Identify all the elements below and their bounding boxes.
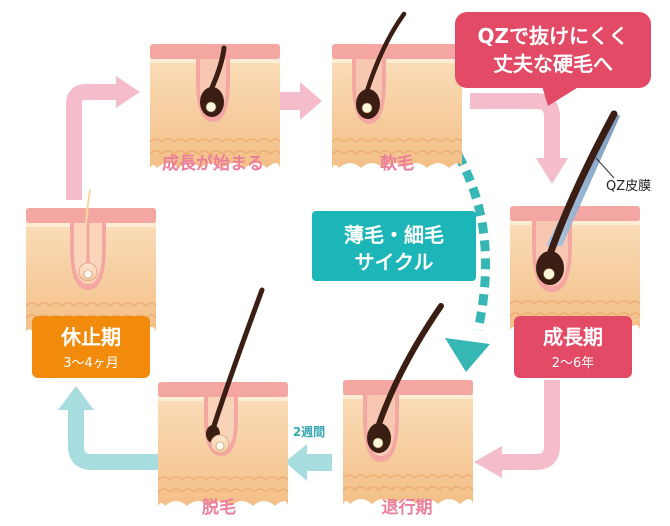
stage-telogen-badge: 休止期 3～4ヶ月: [32, 316, 150, 378]
thinning-cycle-box: 薄毛・細毛 サイクル: [312, 211, 476, 281]
qz-callout-bubble: QZで抜けにくく 丈夫な硬毛へ: [455, 12, 651, 106]
qz-membrane-leader-line: [595, 157, 615, 179]
stage-vellus-label: 軟毛: [380, 153, 414, 174]
stage-anagen-illustration: [509, 110, 641, 331]
thinning-cycle-line-1: 薄毛・細毛: [344, 223, 444, 247]
stage-anagen-title: 成長期: [543, 325, 603, 349]
stage-anagen-duration: 2～6年: [552, 356, 595, 371]
qz-membrane-label: QZ皮膜: [606, 179, 651, 194]
thinning-cycle-dashed-arrow: [445, 152, 491, 372]
arrow-growth-to-vellus: [278, 82, 322, 120]
stage-growth-start-label: 成長が始まる: [162, 153, 264, 174]
stage-vellus-illustration: [331, 11, 463, 169]
arrow-telogen-to-growth: [66, 76, 140, 200]
stage-telogen-illustration: [25, 189, 157, 333]
stage-catagen-illustration: [342, 303, 474, 505]
stage-telogen-title: 休止期: [60, 325, 121, 349]
callout-line-2: 丈夫な硬毛へ: [493, 52, 613, 76]
stage-shedding-illustration: [157, 287, 289, 507]
thinning-cycle-line-2: サイクル: [355, 250, 434, 274]
stage-anagen-badge: 成長期 2～6年: [514, 316, 632, 378]
stage-telogen-duration: 3～4ヶ月: [63, 356, 119, 371]
stage-growth-start-illustration: [149, 43, 281, 169]
two-weeks-label: 2週間: [293, 424, 325, 439]
arrow-anagen-to-catagen: [474, 380, 560, 478]
callout-line-1: QZで抜けにくく: [477, 24, 628, 48]
arrow-vellus-to-anagen: [470, 93, 568, 184]
arrow-shedding-to-telogen: [58, 386, 158, 470]
arrow-catagen-to-shedding: [285, 444, 332, 481]
stage-catagen-label: 退行期: [382, 497, 433, 518]
stage-shedding-label: 脱毛: [202, 497, 236, 518]
